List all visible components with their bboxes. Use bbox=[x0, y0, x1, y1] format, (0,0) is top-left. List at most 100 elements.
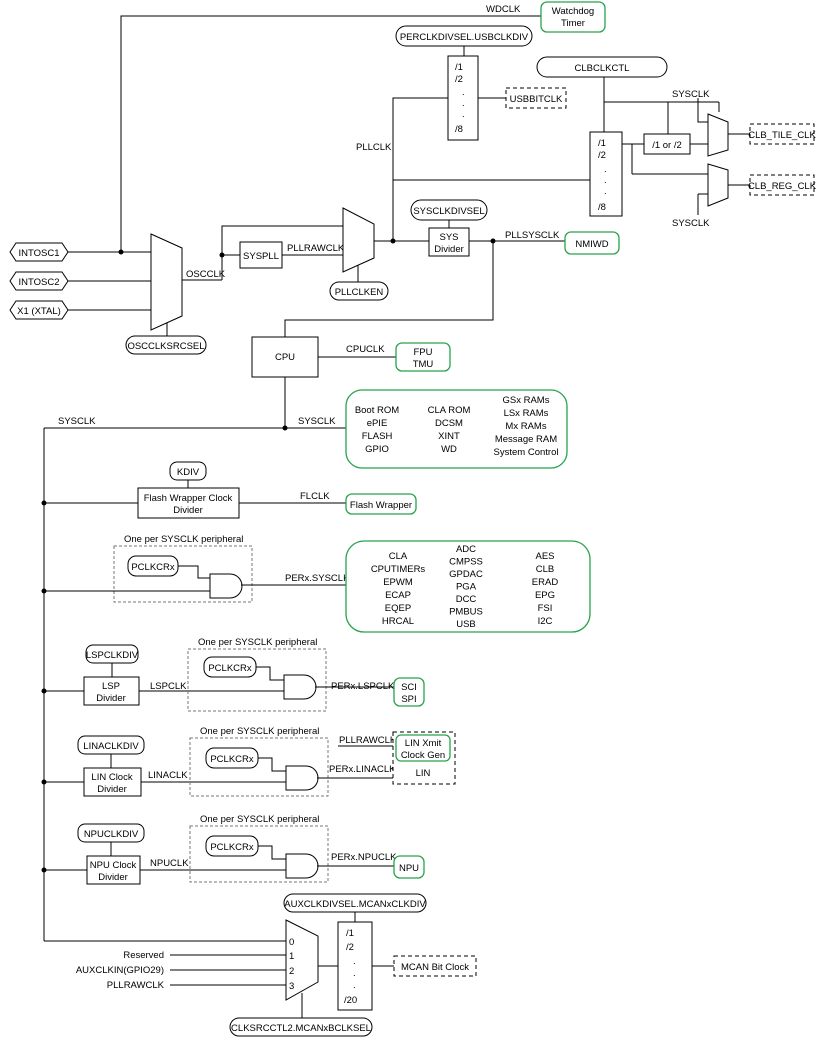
wdclk-wire bbox=[120, 15, 541, 251]
mcan-div-1: /1 bbox=[346, 928, 354, 939]
nmiwd-box: NMIWD bbox=[564, 231, 620, 255]
usb-div-dot: . bbox=[462, 109, 465, 120]
peripheral-name: Mx RAMs bbox=[505, 421, 546, 432]
mcan-div-20: /20 bbox=[344, 995, 357, 1006]
linaclkdiv-label: LINACLKDIV bbox=[83, 741, 139, 752]
pllrawclk-lin-label: PLLRAWCLK bbox=[339, 735, 397, 746]
npuclkdiv-box: NPUCLKDIV bbox=[77, 823, 145, 843]
usb-div-2: /2 bbox=[455, 74, 463, 85]
lin-label: LIN bbox=[416, 768, 431, 779]
fpu-tmu-box: FPU TMU bbox=[395, 342, 451, 372]
mcan-div-dot: . bbox=[353, 956, 356, 967]
usb-div-dot: . bbox=[462, 87, 465, 98]
peripheral-name: FLASH bbox=[362, 431, 393, 442]
peripheral-name: CMPSS bbox=[449, 557, 483, 568]
lsp-divider-box: LSP Divider bbox=[83, 676, 140, 706]
pclkcr-label-1: PCLKCRx bbox=[131, 562, 175, 573]
oscclksrcsel-label: OSCCLKSRCSEL bbox=[127, 341, 204, 352]
peripheral-name: GPDAC bbox=[449, 569, 483, 580]
lspclk-label: LSPCLK bbox=[150, 681, 187, 692]
mcan-bit-clock-box: MCAN Bit Clock bbox=[393, 955, 477, 977]
x1-label: X1 (XTAL) bbox=[17, 306, 61, 317]
peripheral-name: GSx RAMs bbox=[503, 395, 550, 406]
pllrawclk-bottom-label: PLLRAWCLK bbox=[107, 980, 165, 991]
one-per-label-2: One per SYSCLK peripheral bbox=[198, 637, 317, 648]
one-per-label-4: One per SYSCLK peripheral bbox=[200, 814, 319, 825]
sysclkdivsel-box: SYSCLKDIVSEL bbox=[410, 199, 488, 221]
flash-clock-divider-box: Flash Wrapper Clock Divider bbox=[137, 487, 240, 519]
pclkcr-label-4: PCLKCRx bbox=[210, 842, 254, 853]
and-gate-4 bbox=[285, 853, 319, 879]
and-gate-3 bbox=[285, 765, 319, 791]
peripheral-name: USB bbox=[456, 619, 476, 630]
peripheral-name: FSI bbox=[538, 603, 553, 614]
perx-linaclk-label: PERx.LINACLK bbox=[329, 764, 396, 775]
sci-spi-box: SCI SPI bbox=[393, 677, 425, 707]
cpu-label: CPU bbox=[275, 352, 295, 363]
clb-div-1: /1 bbox=[598, 138, 606, 149]
kdiv-label: KDIV bbox=[177, 467, 200, 478]
pllclken-label: PLLCLKEN bbox=[335, 287, 384, 298]
pclkcr-label-2: PCLKCRx bbox=[208, 663, 252, 674]
pclkcr-box-4: PCLKCRx bbox=[205, 835, 259, 857]
perx-peripherals-box bbox=[345, 540, 591, 633]
mcan-div-dot: . bbox=[353, 980, 356, 991]
npu-div-label-1: NPU Clock bbox=[90, 860, 137, 871]
npu-label: NPU bbox=[399, 863, 419, 874]
tmu-label: TMU bbox=[413, 359, 434, 370]
syspll-label: SYSPLL bbox=[243, 251, 279, 262]
clksrcctl2-box: CLKSRCCTL2.MCANxBCLKSEL bbox=[229, 1017, 373, 1037]
npuclk-label: NPUCLK bbox=[150, 858, 189, 869]
one-or-two-label: /1 or /2 bbox=[652, 140, 682, 151]
clb-tile-mux bbox=[707, 113, 729, 157]
peripheral-name: PMBUS bbox=[449, 607, 483, 618]
clb-tile-label: CLB_TILE_CLK bbox=[748, 130, 816, 141]
lin-clock-divider-box: LIN Clock Divider bbox=[83, 767, 142, 797]
clb-div-dot: . bbox=[604, 175, 607, 186]
npu-box: NPU bbox=[393, 855, 425, 879]
mcan-divider: /1 /2 . . . /20 bbox=[337, 921, 373, 1011]
lspclkdiv-label: LSPCLKDIV bbox=[86, 650, 139, 661]
perclkdivsel-label: PERCLKDIVSEL.USBCLKDIV bbox=[400, 32, 529, 43]
peripheral-name: WD bbox=[441, 444, 457, 455]
peripheral-name: CLB bbox=[536, 564, 554, 575]
lin-xmit-clock-gen-box: LIN Xmit Clock Gen bbox=[395, 734, 451, 762]
oscclksrcsel-box: OSCCLKSRCSEL bbox=[125, 335, 207, 355]
peripheral-name: DCC bbox=[456, 594, 477, 605]
clb-div-8: /8 bbox=[598, 202, 606, 213]
clb-reg-label: CLB_REG_CLK bbox=[748, 181, 817, 192]
peripheral-name: CPUTIMERs bbox=[371, 564, 426, 575]
perclkdivsel-box: PERCLKDIVSEL.USBCLKDIV bbox=[395, 25, 533, 47]
watchdog-label-2: Timer bbox=[561, 18, 585, 29]
lsp-div-label-1: LSP bbox=[102, 681, 120, 692]
flclk-label: FLCLK bbox=[300, 491, 330, 502]
lin-xmit-label-2: Clock Gen bbox=[401, 750, 445, 761]
intosc2-label: INTOSC2 bbox=[18, 277, 59, 288]
syspll-box: SYSPLL bbox=[239, 241, 283, 269]
usbbitclk-label: USBBITCLK bbox=[510, 94, 563, 105]
clb-div-dot: . bbox=[604, 164, 607, 175]
one-per-label-1: One per SYSCLK peripheral bbox=[124, 534, 243, 545]
mcan-source-mux: 0 1 2 3 bbox=[285, 919, 319, 1001]
watchdog-label-1: Watchdog bbox=[552, 6, 594, 17]
osc-mux bbox=[150, 233, 183, 331]
mux-input-1: 1 bbox=[289, 951, 294, 962]
lin-div-label-2: Divider bbox=[97, 784, 127, 795]
pll-mux bbox=[342, 207, 375, 273]
peripheral-name: EPG bbox=[535, 590, 555, 601]
usbbitclk-box: USBBITCLK bbox=[505, 87, 567, 109]
clb-reg-mux bbox=[707, 163, 729, 207]
peripheral-name: PGA bbox=[456, 582, 477, 593]
pllclken-box: PLLCLKEN bbox=[329, 281, 389, 301]
cpu-box: CPU bbox=[251, 336, 319, 378]
clb-div-dot: . bbox=[604, 186, 607, 197]
linaclkdiv-box: LINACLKDIV bbox=[77, 735, 145, 755]
auxclkdivsel-box: AUXCLKDIVSEL.MCANxCLKDIV bbox=[283, 893, 427, 913]
cpuclk-label: CPUCLK bbox=[346, 344, 385, 355]
one-per-label-3: One per SYSCLK peripheral bbox=[200, 726, 319, 737]
clb-divider: /1 /2 . . . /8 bbox=[589, 131, 623, 217]
flash-div-label-2: Divider bbox=[173, 505, 203, 516]
x1-xtal-input: X1 (XTAL) bbox=[9, 300, 69, 320]
